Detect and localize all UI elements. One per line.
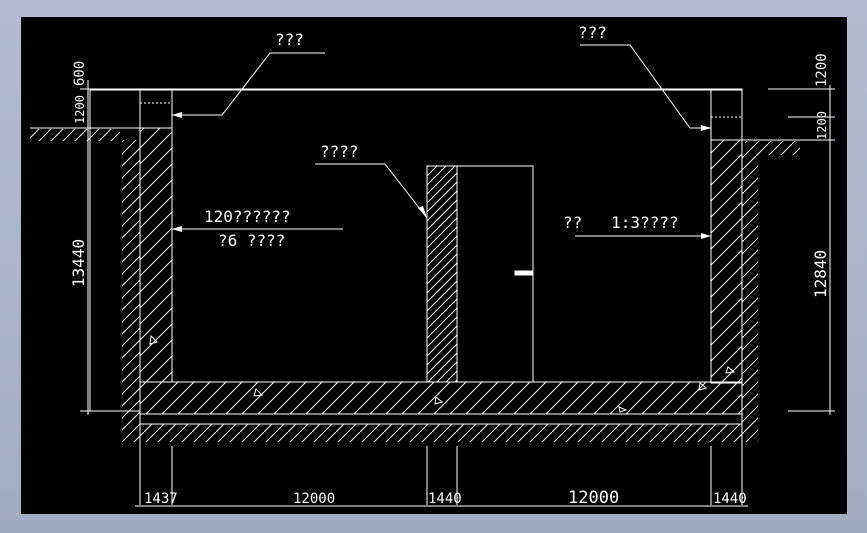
leader-center bbox=[315, 163, 428, 219]
arrowheads bbox=[172, 112, 711, 239]
leader-top-left bbox=[172, 52, 325, 116]
right-ground-hatch bbox=[745, 141, 800, 155]
arrow-top-right bbox=[701, 125, 711, 131]
partition-wall bbox=[426, 165, 458, 383]
structure-lines bbox=[30, 44, 835, 507]
label-top-left: ??? bbox=[275, 30, 304, 49]
aggregate-marks bbox=[149, 334, 736, 413]
base-slab bbox=[139, 381, 743, 415]
right-soil bbox=[742, 154, 758, 424]
leader-top-right bbox=[580, 44, 711, 129]
arrow-left-wall bbox=[172, 226, 182, 232]
cushion-layer bbox=[139, 413, 743, 425]
left-soil bbox=[122, 140, 140, 424]
dim-bottom-4: 12000 bbox=[568, 488, 619, 508]
dim-right-1200b: 1200 bbox=[815, 111, 829, 140]
dim-left-height: 13440 bbox=[69, 239, 88, 287]
bottom-soil bbox=[122, 424, 758, 442]
aggregate-mark bbox=[434, 396, 444, 405]
opening-marker bbox=[514, 270, 534, 276]
arrow-top-left bbox=[172, 112, 182, 118]
cad-drawing: ??? ??? ???? 120?????? ?6 ???? ?? 1:3???… bbox=[30, 23, 835, 508]
label-left-wall-line1: 120?????? bbox=[204, 207, 291, 226]
top-rim-line bbox=[89, 88, 743, 91]
aggregate-mark bbox=[618, 406, 628, 413]
arrow-center bbox=[418, 206, 427, 218]
dim-bottom-3: 1440 bbox=[428, 491, 462, 507]
left-ground-hatch bbox=[30, 129, 120, 141]
dim-left-600: 600 bbox=[72, 61, 88, 86]
label-center: ???? bbox=[320, 142, 359, 161]
aggregate-mark bbox=[149, 334, 158, 345]
dim-bottom-5: 1440 bbox=[713, 491, 747, 507]
dim-bottom-1: 1437 bbox=[144, 491, 178, 507]
label-right-wall: ?? 1:3???? bbox=[563, 213, 679, 232]
dim-right-height: 12840 bbox=[811, 250, 830, 298]
drawing-canvas: ??? ??? ???? 120?????? ?6 ???? ?? 1:3???… bbox=[21, 17, 847, 514]
arrow-right-wall bbox=[701, 233, 711, 239]
dim-right-1200: 1200 bbox=[814, 53, 830, 87]
aggregate-mark bbox=[698, 382, 708, 391]
left-wall bbox=[139, 127, 173, 383]
dim-left-1200: 1200 bbox=[73, 95, 87, 124]
label-top-right: ??? bbox=[578, 23, 607, 42]
right-wall bbox=[710, 139, 743, 384]
aggregate-mark bbox=[253, 388, 264, 397]
aggregate-mark bbox=[725, 366, 736, 374]
label-left-wall-line2: ?6 ???? bbox=[218, 231, 285, 250]
dim-bottom-2: 12000 bbox=[293, 491, 335, 507]
